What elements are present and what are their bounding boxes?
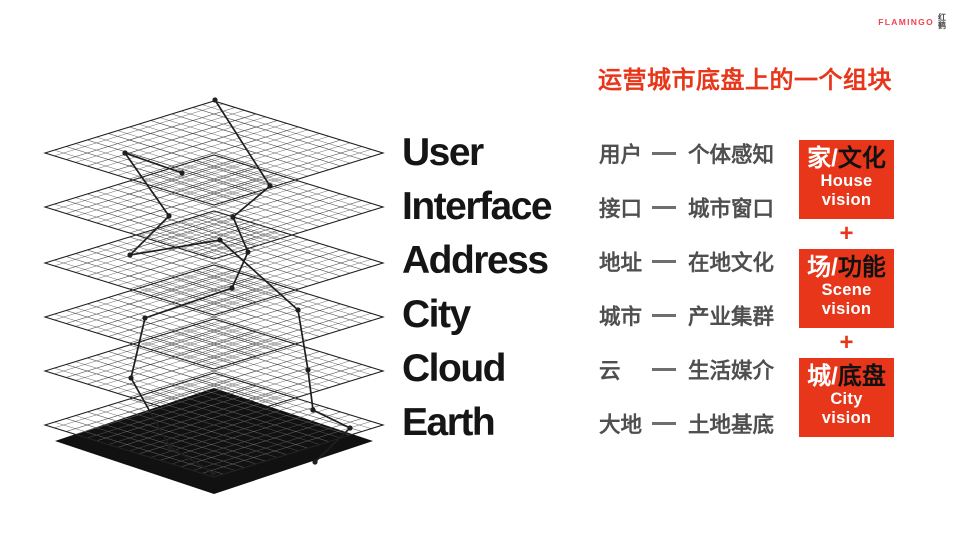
stack-plane-earth [43,372,385,478]
vision-box-cn-white: 家/ [807,145,838,172]
stack-plane-interface [43,154,385,260]
layer-cn-term: 用户 [599,142,643,167]
vision-box-en-line2: vision [821,409,872,427]
dash-line [652,367,676,371]
flamingo-logo-cn-bottom: 鹤 [938,21,946,30]
stack-plane-user [43,100,385,206]
vision-box-cn-black: 功能 [837,254,886,281]
layer-cn-desc: 城市窗口 [688,196,775,221]
vision-box-cn-white: 场/ [807,254,838,281]
vision-box-en-line2: vision [821,191,872,209]
layer-row: 云 生活媒介 [599,342,774,396]
slide-title: 运营城市底盘上的一个组块 [598,67,892,94]
layer-label-en-address: Address [402,239,549,282]
flamingo-logo-cn: 红 鹤 [938,14,946,30]
dash-line [652,205,676,209]
layer-label-en-earth: Earth [402,401,496,444]
layer-row: 地址 在地文化 [599,234,774,288]
layer-cn-desc: 产业集群 [688,304,775,329]
layer-label-en-city: City [402,293,471,336]
layer-cn-term: 大地 [599,412,643,437]
layer-cn-desc: 土地基底 [688,412,775,437]
flamingo-logo-cn-top: 红 [938,13,946,22]
layer-label-en-interface: Interface [402,185,553,228]
stack-diagram-svg [43,97,385,494]
layer-row: 大地 土地基底 [599,396,774,450]
layer-row: 接口 城市窗口 [599,180,774,234]
layer-cn-term: 接口 [599,196,643,221]
vision-box-en-line1: House [820,172,873,190]
layer-cn-desc: 在地文化 [688,250,775,275]
layer-label-en-user: User [402,131,484,174]
layer-cn-term: 城市 [599,304,643,329]
dash-line [652,313,676,317]
plus-symbol: + [839,329,854,356]
layer-row: 用户 个体感知 [599,126,774,180]
layer-label-en-cloud: Cloud [402,347,506,390]
dash-line [652,259,676,263]
vision-box-en-line1: Scene [821,281,872,299]
stack-plane-city [43,264,385,370]
stack-diagram [12,70,407,515]
dash-line [652,421,676,425]
layer-cn-term: 云 [599,358,621,383]
stack-plane-address [43,210,385,316]
vision-box-en-line2: vision [821,300,872,318]
connection-strands [122,97,353,476]
vision-box-cn: 场/功能 [799,254,894,281]
vision-box-cn-black: 底盘 [837,363,886,390]
layer-cn-desc: 生活媒介 [688,358,775,383]
flamingo-logo: FLAMINGO 红 鹤 [878,14,946,30]
vision-box-cn: 家/文化 [799,145,894,172]
dash-line [652,151,676,155]
layer-cn-desc: 个体感知 [688,142,775,167]
layer-cn-term: 地址 [599,250,643,275]
vision-box-cn-black: 文化 [837,145,886,172]
base-slab [55,388,373,494]
layer-mapping-list: 用户 个体感知接口 城市窗口地址 在地文化城市 产业集群云 生活媒介大地 土地基底 [599,126,774,450]
vision-box-cn-white: 城/ [807,363,838,390]
layer-row: 城市 产业集群 [599,288,774,342]
plus-symbol: + [839,220,854,247]
vision-box-en-line1: City [830,390,863,408]
vision-box-cn: 城/底盘 [799,363,894,390]
flamingo-logo-text: FLAMINGO [878,17,934,27]
